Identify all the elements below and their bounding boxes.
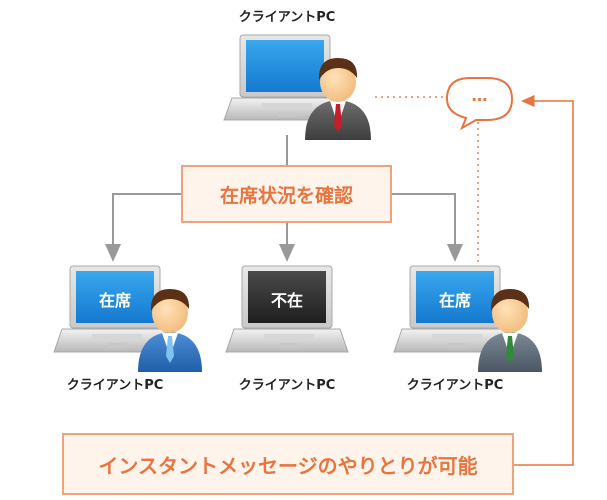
user-left-avatar [138, 289, 202, 372]
laptop-top [223, 34, 347, 121]
laptop-top-touchpad [278, 112, 296, 117]
pc-label-left: クライアントPC [66, 378, 164, 393]
laptop-middle-screen [248, 271, 326, 323]
instant-message-box: インスタントメッセージのやりとりが可能 [62, 433, 514, 495]
status-text-middle: 不在 [270, 291, 303, 310]
user-top-tie [334, 104, 342, 132]
laptop-middle-keyboard [264, 334, 314, 341]
laptop-top-keyboard [262, 103, 312, 110]
laptop-right-screen [416, 271, 494, 323]
check-status-box: 在席状況を確認 [181, 165, 392, 223]
user-left-face [152, 293, 188, 333]
laptop-left-screen [76, 271, 154, 323]
user-right-face [492, 293, 528, 333]
laptop-middle-touchpad [280, 343, 298, 348]
connector-to-left-pc [105, 193, 181, 262]
chat-bubble [445, 77, 514, 131]
user-right-hair [490, 289, 530, 311]
status-text-right: 在席 [438, 291, 471, 310]
message-flow-line [514, 95, 574, 466]
pc-label-top: クライアントPC [238, 10, 336, 25]
pc-label-right: クライアントPC [406, 378, 504, 393]
laptop-left-touchpad [108, 343, 126, 348]
user-left-tie [166, 336, 174, 363]
user-left-hair [150, 289, 190, 311]
chat-bubble-shape [445, 77, 514, 131]
laptop-right-touchpad [448, 343, 466, 348]
gray-connectors [105, 135, 463, 262]
laptop-left-keyboard [92, 334, 142, 341]
laptop-middle [225, 265, 349, 353]
user-top-face [320, 62, 356, 102]
status-text-left: 在席 [98, 291, 131, 310]
user-right-tie [506, 336, 514, 363]
user-top-hair [318, 58, 358, 80]
user-right-avatar [478, 289, 542, 372]
laptop-right-keyboard [432, 334, 482, 341]
laptop-top-screen [246, 40, 324, 92]
chat-bubble-dots: … [471, 86, 489, 105]
pc-label-middle: クライアントPC [238, 378, 336, 393]
connector-to-right-pc [392, 193, 463, 262]
user-top-avatar [305, 58, 371, 140]
